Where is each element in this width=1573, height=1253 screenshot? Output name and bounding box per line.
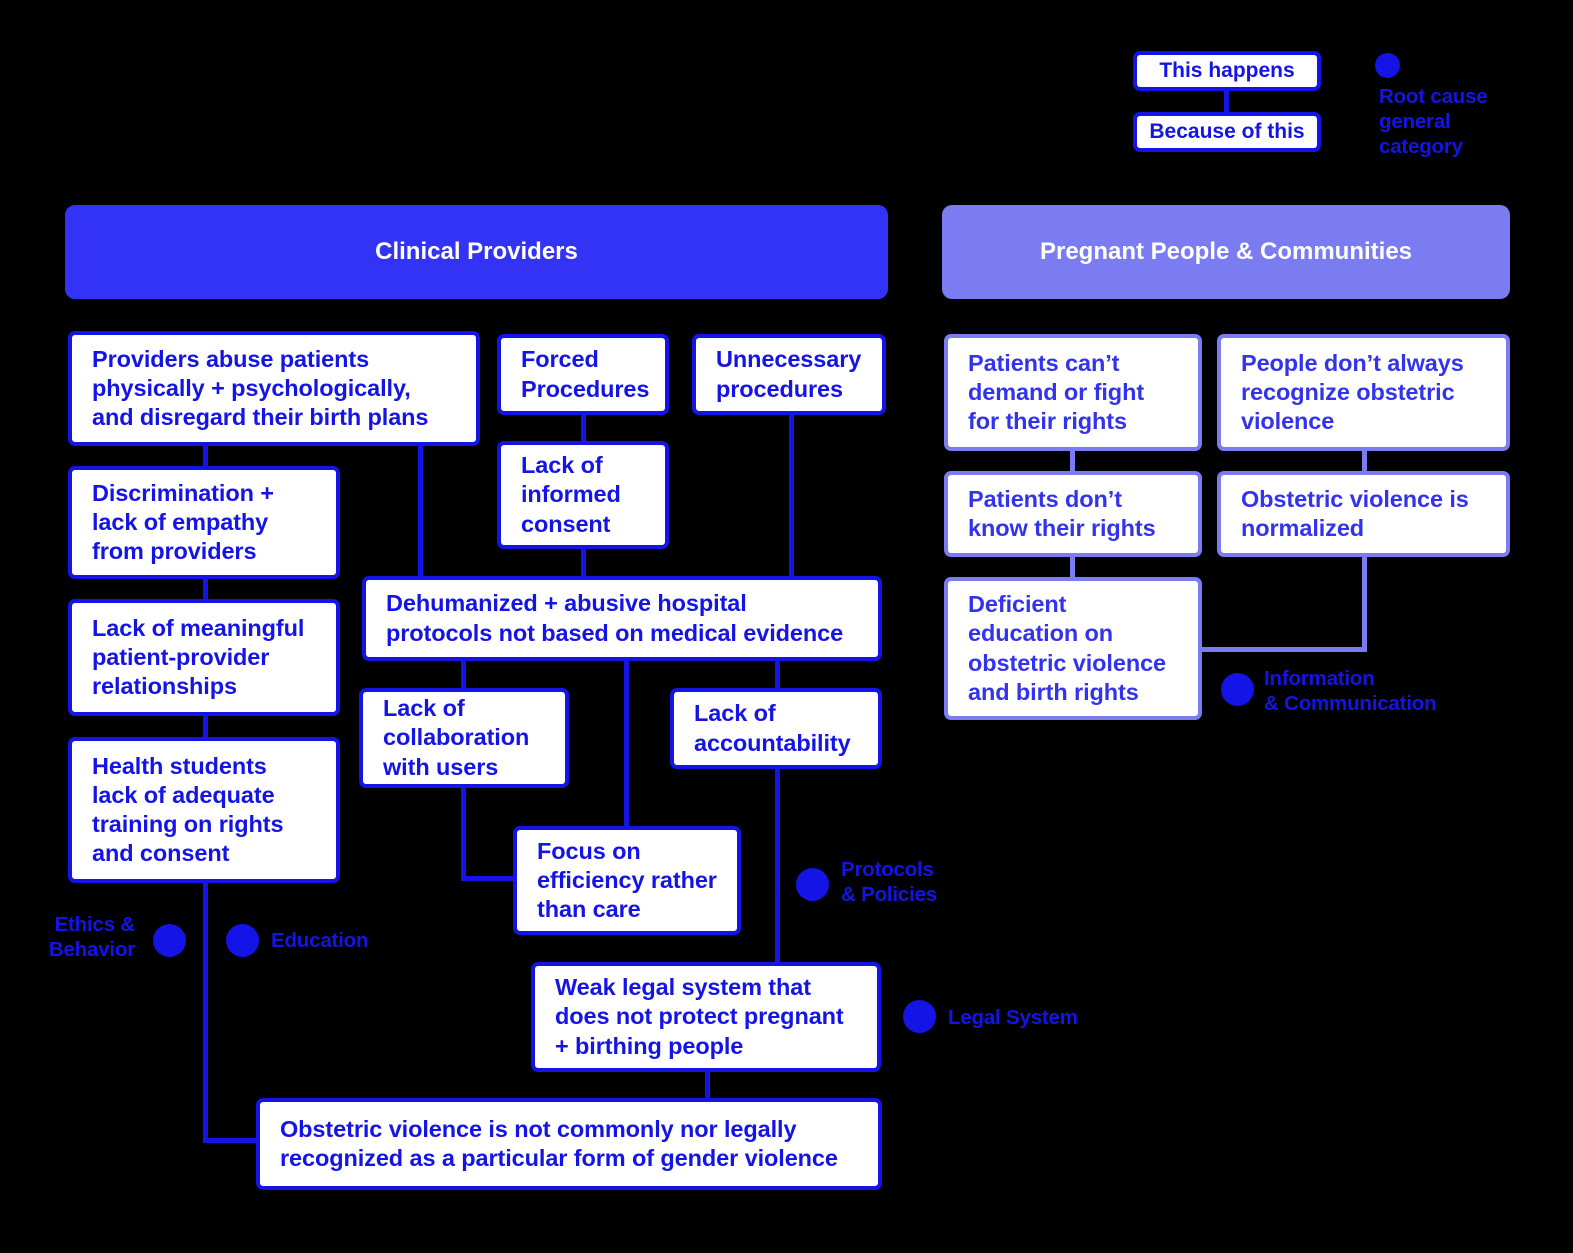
column-title-pregnant-people: Pregnant People & Communities bbox=[1039, 238, 1413, 265]
box-lack-accountability-label: Lack of accountability bbox=[694, 700, 851, 756]
box-people-dont-recognize-label: People don’t always recognize obstetric … bbox=[1241, 349, 1464, 435]
box-not-recognized-label: Obstetric violence is not commonly nor l… bbox=[280, 1115, 838, 1171]
box-health-students-label: Health students lack of adequate trainin… bbox=[92, 752, 284, 867]
box-forced-procedures[interactable]: Forced Procedures bbox=[497, 334, 669, 415]
category-protocols-policies-line1: Protocols bbox=[841, 858, 934, 881]
legend-effect-label: This happens bbox=[1159, 59, 1295, 82]
box-forced-procedures-label: Forced Procedures bbox=[521, 346, 650, 402]
category-protocols-policies-line2: & Policies bbox=[841, 883, 937, 906]
category-ethics-behavior-line1: Ethics & bbox=[54, 913, 136, 936]
box-deficient-education-label: Deficient education on obstetric violenc… bbox=[968, 591, 1167, 705]
category-dot-information-communication bbox=[1221, 673, 1254, 706]
legend-connector bbox=[1224, 88, 1229, 116]
box-focus-efficiency-label: Focus on efficiency rather than care bbox=[537, 837, 717, 923]
box-weak-legal-label: Weak legal system that does not protect … bbox=[555, 974, 844, 1059]
category-ethics-behavior-line2: Behavior bbox=[48, 938, 135, 961]
category-information-communication-line1: Information bbox=[1264, 667, 1375, 690]
legend-root-cause-label: Root cause general category bbox=[1379, 84, 1569, 159]
connector-normalized-to-education bbox=[1196, 647, 1367, 652]
box-unnecessary-procedures[interactable]: Unnecessary procedures bbox=[692, 334, 886, 415]
box-lack-consent-label: Lack of informed consent bbox=[521, 452, 621, 537]
legend-root-cause-line3: category bbox=[1379, 135, 1463, 158]
box-patients-cant-demand-label: Patients can’t demand or fight for their… bbox=[968, 349, 1145, 435]
legend-root-cause-line2: general bbox=[1379, 110, 1451, 133]
box-discrimination[interactable]: Discrimination + lack of empathy from pr… bbox=[68, 466, 340, 579]
box-dehumanized-protocols[interactable]: Dehumanized + abusive hospital protocols… bbox=[362, 576, 882, 661]
box-discrimination-label: Discrimination + lack of empathy from pr… bbox=[92, 479, 274, 565]
box-not-recognized[interactable]: Obstetric violence is not commonly nor l… bbox=[256, 1098, 882, 1190]
category-information-communication-line2: & Communication bbox=[1264, 692, 1437, 715]
connector-normalized-down bbox=[1362, 556, 1367, 652]
category-label-information-communication: Information & Communication bbox=[1264, 666, 1564, 716]
connector-dont-recognize-to-normalized bbox=[1362, 450, 1367, 472]
column-header-clinical-providers: Clinical Providers bbox=[65, 205, 888, 299]
connector-discrimination-to-relationships bbox=[203, 576, 208, 601]
category-label-protocols-policies: Protocols & Policies bbox=[841, 857, 1021, 907]
legend-effect-box: This happens bbox=[1133, 51, 1321, 91]
connector-students-to-not-recognized bbox=[203, 1138, 261, 1143]
box-people-dont-recognize[interactable]: People don’t always recognize obstetric … bbox=[1217, 334, 1510, 451]
box-lack-consent[interactable]: Lack of informed consent bbox=[497, 441, 669, 549]
box-unnecessary-procedures-label: Unnecessary procedures bbox=[716, 346, 862, 402]
category-label-legal-system: Legal System bbox=[948, 1005, 1148, 1030]
connector-protocols-center-down bbox=[624, 660, 629, 828]
box-ov-normalized-label: Obstetric violence is normalized bbox=[1241, 485, 1469, 541]
category-dot-protocols-policies bbox=[796, 868, 829, 901]
legend-root-cause-line1: Root cause bbox=[1379, 85, 1488, 108]
box-providers-abuse[interactable]: Providers abuse patients physically + ps… bbox=[68, 331, 480, 446]
legend-root-cause-dot bbox=[1375, 53, 1400, 78]
connector-abuse-to-protocols bbox=[418, 443, 423, 578]
connector-legal-to-not-recognized bbox=[705, 1070, 710, 1100]
box-patients-cant-demand[interactable]: Patients can’t demand or fight for their… bbox=[944, 334, 1202, 451]
box-lack-accountability[interactable]: Lack of accountability bbox=[670, 688, 882, 769]
connector-cant-demand-to-dont-know bbox=[1070, 450, 1075, 472]
connector-protocols-to-collaboration bbox=[461, 660, 466, 690]
category-label-ethics-behavior: Ethics & Behavior bbox=[10, 912, 135, 962]
connector-relationships-to-students bbox=[203, 714, 208, 739]
connector-dont-know-to-education bbox=[1070, 556, 1075, 578]
connector-collaboration-down bbox=[461, 787, 466, 880]
box-patients-dont-know-label: Patients don’t know their rights bbox=[968, 485, 1156, 541]
connector-unnecessary-to-protocols bbox=[789, 414, 794, 578]
box-lack-relationships[interactable]: Lack of meaningful patient-provider rela… bbox=[68, 599, 340, 716]
category-dot-ethics-behavior bbox=[153, 924, 186, 957]
legend-cause-label: Because of this bbox=[1149, 120, 1305, 143]
category-education-line1: Education bbox=[271, 929, 369, 952]
category-label-education: Education bbox=[271, 928, 441, 953]
connector-students-down bbox=[203, 880, 208, 1142]
box-patients-dont-know[interactable]: Patients don’t know their rights bbox=[944, 471, 1202, 557]
box-focus-efficiency[interactable]: Focus on efficiency rather than care bbox=[513, 826, 741, 935]
column-header-pregnant-people: Pregnant People & Communities bbox=[942, 205, 1510, 299]
box-lack-relationships-label: Lack of meaningful patient-provider rela… bbox=[92, 614, 305, 700]
connector-abuse-to-discrimination bbox=[203, 443, 208, 469]
connector-accountability-to-legal bbox=[775, 768, 780, 964]
connector-forced-to-consent bbox=[581, 414, 586, 441]
box-ov-normalized[interactable]: Obstetric violence is normalized bbox=[1217, 471, 1510, 557]
box-providers-abuse-label: Providers abuse patients physically + ps… bbox=[92, 345, 429, 431]
connector-collaboration-to-focus bbox=[461, 876, 517, 881]
box-health-students[interactable]: Health students lack of adequate trainin… bbox=[68, 737, 340, 883]
box-dehumanized-protocols-label: Dehumanized + abusive hospital protocols… bbox=[386, 590, 844, 646]
box-weak-legal[interactable]: Weak legal system that does not protect … bbox=[531, 962, 881, 1072]
connector-protocols-to-accountability bbox=[775, 660, 780, 690]
connector-consent-to-protocols bbox=[581, 548, 586, 578]
category-legal-system-line1: Legal System bbox=[948, 1006, 1078, 1029]
box-deficient-education[interactable]: Deficient education on obstetric violenc… bbox=[944, 577, 1202, 720]
box-lack-collaboration-label: Lack of collaboration with users bbox=[383, 695, 530, 780]
box-lack-collaboration[interactable]: Lack of collaboration with users bbox=[359, 688, 569, 788]
legend-cause-box: Because of this bbox=[1133, 112, 1321, 152]
column-title-clinical-providers: Clinical Providers bbox=[375, 238, 578, 265]
category-dot-legal-system bbox=[903, 1000, 936, 1033]
category-dot-education bbox=[226, 924, 259, 957]
